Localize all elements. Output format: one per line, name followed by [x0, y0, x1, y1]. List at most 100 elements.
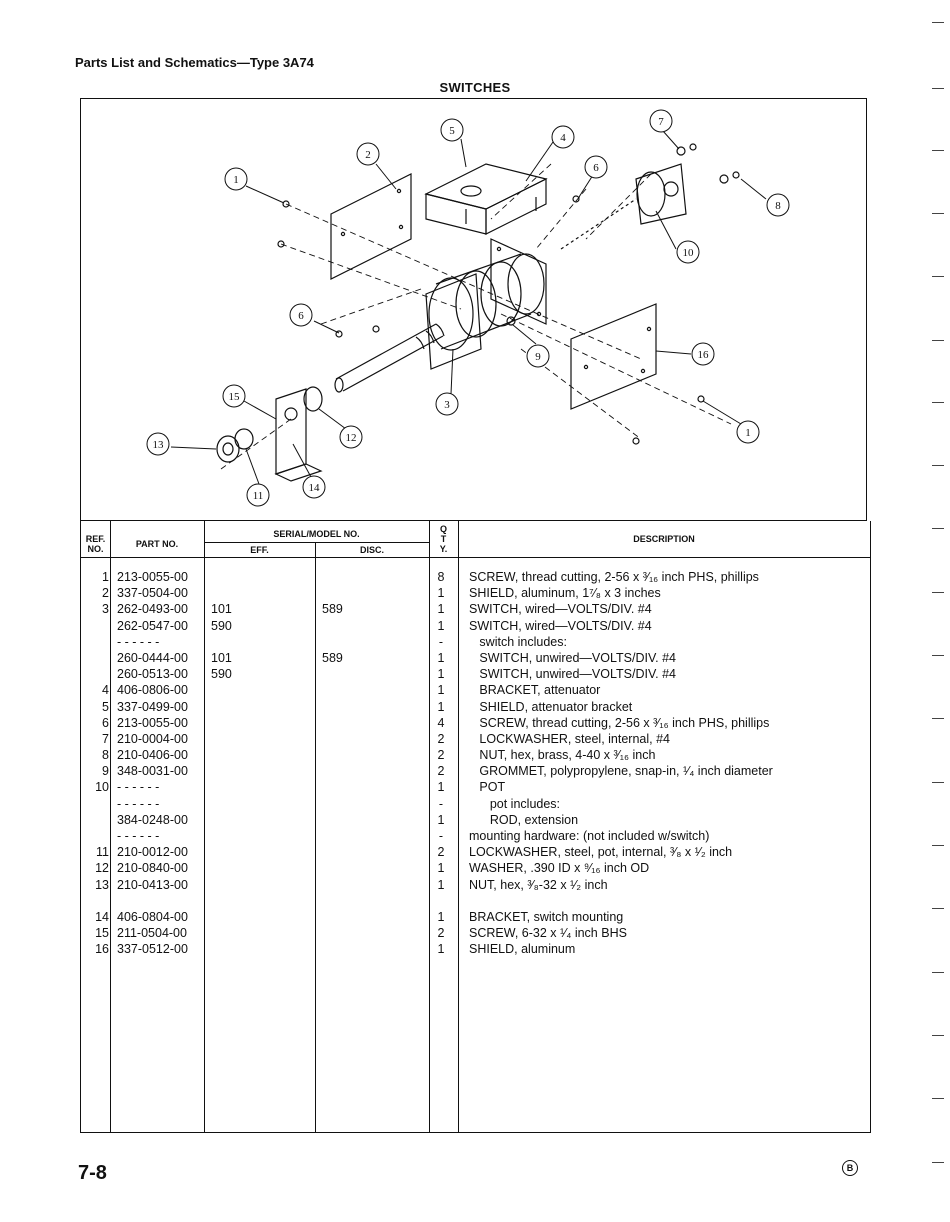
row-7-ref: 4 — [102, 683, 109, 698]
row-13-disc — [322, 779, 343, 795]
page-number: 7-8 — [78, 1162, 107, 1184]
row-13-part: - - - - - - — [117, 780, 160, 795]
row-1-qty: 1 — [437, 586, 445, 601]
row-1-part: 337-0504-00 — [117, 586, 188, 601]
row-12-ref: 9 — [102, 764, 109, 779]
row-3-disc — [322, 618, 343, 634]
row-9-desc: SCREW, thread cutting, 2-56 x ³⁄₁₆ inch … — [469, 715, 770, 730]
row-22-desc: SCREW, 6-32 x ¹⁄₄ inch BHS — [469, 926, 627, 941]
row-19-ref: 13 — [95, 877, 109, 892]
row-12-eff — [211, 763, 232, 779]
row-3-ref — [81, 618, 109, 634]
row-2-disc: 589 — [322, 602, 343, 617]
row-17-eff — [211, 844, 232, 860]
header-serial-model: SERIAL/MODEL NO. — [273, 529, 360, 539]
row-16-part: - - - - - - — [117, 829, 160, 843]
row-22-ref: 15 — [95, 926, 109, 941]
callout-6: 6 — [593, 162, 599, 174]
row-7-part: 406-0806-00 — [117, 683, 188, 698]
row-20-ref — [81, 893, 109, 909]
header-part-no: PART NO. — [135, 539, 179, 549]
row-0-part: 213-0055-00 — [117, 570, 188, 584]
row-2-qty: 1 — [437, 602, 445, 617]
row-21-part: 406-0804-00 — [117, 909, 188, 924]
row-16-disc — [322, 828, 343, 844]
row-15-ref — [81, 812, 109, 828]
row-22-eff — [211, 925, 232, 941]
parts-list-table: REF.NO. PART NO. SERIAL/MODEL NO. EFF. D… — [80, 521, 871, 1133]
row-21-desc: BRACKET, switch mounting — [469, 909, 624, 924]
callout-1b: 1 — [745, 427, 751, 439]
row-1-disc — [322, 585, 343, 601]
page-header: Parts List and Schematics—Type 3A74 — [75, 55, 314, 70]
row-3-eff: 590 — [211, 618, 232, 633]
row-4-qty: - — [438, 634, 444, 649]
callout-13: 13 — [153, 439, 165, 451]
row-5-ref — [81, 650, 109, 666]
row-5-qty: 1 — [437, 650, 445, 665]
row-22-qty: 2 — [437, 926, 445, 941]
row-8-ref: 5 — [102, 699, 109, 714]
row-4-eff — [211, 634, 232, 650]
row-22-disc — [322, 925, 343, 941]
row-7-disc — [322, 682, 343, 698]
row-23-qty: 1 — [437, 942, 445, 957]
row-14-eff — [211, 796, 232, 812]
row-7-eff — [211, 682, 232, 698]
row-13-qty: 1 — [437, 780, 445, 795]
row-6-ref — [81, 666, 109, 682]
row-3-part: 262-0547-00 — [117, 618, 188, 633]
callout-5: 5 — [449, 125, 455, 137]
row-1-desc: SHIELD, aluminum, 1⁷⁄₈ x 3 inches — [469, 586, 661, 601]
row-15-qty: 1 — [437, 812, 445, 827]
row-12-part: 348-0031-00 — [117, 764, 188, 779]
exploded-diagram-drawing: 1 2 3 4 5 6 6 7 8 9 10 11 12 13 14 15 16… — [146, 109, 790, 507]
callout-9: 9 — [535, 351, 541, 363]
row-9-ref: 6 — [102, 715, 109, 730]
row-3-desc: SWITCH, wired—VOLTS/DIV. #4 — [469, 618, 652, 633]
row-11-disc — [322, 747, 343, 763]
callout-3: 3 — [444, 399, 450, 411]
row-3-qty: 1 — [437, 618, 445, 633]
row-20-qty — [431, 893, 451, 909]
page-margin-ticks — [930, 0, 944, 1222]
row-6-desc: SWITCH, unwired—VOLTS/DIV. #4 — [469, 667, 677, 682]
row-11-desc: NUT, hex, brass, 4-40 x ³⁄₁₆ inch — [469, 748, 656, 763]
row-6-disc — [322, 666, 343, 682]
header-disc: DISC. — [359, 545, 384, 555]
row-9-disc — [322, 715, 343, 731]
row-19-eff — [211, 877, 232, 893]
row-21-qty: 1 — [437, 909, 445, 924]
row-7-desc: BRACKET, attenuator — [469, 683, 601, 698]
header-description: DESCRIPTION — [633, 534, 695, 544]
row-18-ref: 12 — [95, 861, 109, 876]
row-11-eff — [211, 747, 232, 763]
row-21-disc — [322, 909, 343, 925]
row-23-desc: SHIELD, aluminum — [469, 942, 576, 957]
row-10-disc — [322, 731, 343, 747]
row-18-part: 210-0840-00 — [117, 861, 188, 876]
row-5-part: 260-0444-00 — [117, 650, 188, 665]
row-20-desc — [469, 893, 773, 909]
revision-mark: B — [842, 1160, 858, 1176]
row-12-desc: GROMMET, polypropylene, snap-in, ¹⁄₄ inc… — [469, 764, 773, 779]
row-10-part: 210-0004-00 — [117, 731, 188, 746]
row-19-disc — [322, 877, 343, 893]
row-0-desc: SCREW, thread cutting, 2-56 x ³⁄₁₆ inch … — [469, 570, 759, 584]
row-1-eff — [211, 585, 232, 601]
callout-2: 2 — [365, 149, 371, 161]
row-2-eff: 101 — [211, 602, 232, 617]
row-14-part: - - - - - - — [117, 796, 160, 811]
row-23-part: 337-0512-00 — [117, 942, 188, 957]
column-description: SCREW, thread cutting, 2-56 x ³⁄₁₆ inch … — [469, 569, 773, 958]
row-9-qty: 4 — [437, 715, 445, 730]
callout-8: 8 — [775, 200, 781, 212]
row-8-part: 337-0499-00 — [117, 699, 188, 714]
row-4-ref — [81, 634, 109, 650]
row-23-eff — [211, 941, 232, 957]
callout-16: 16 — [698, 349, 710, 361]
